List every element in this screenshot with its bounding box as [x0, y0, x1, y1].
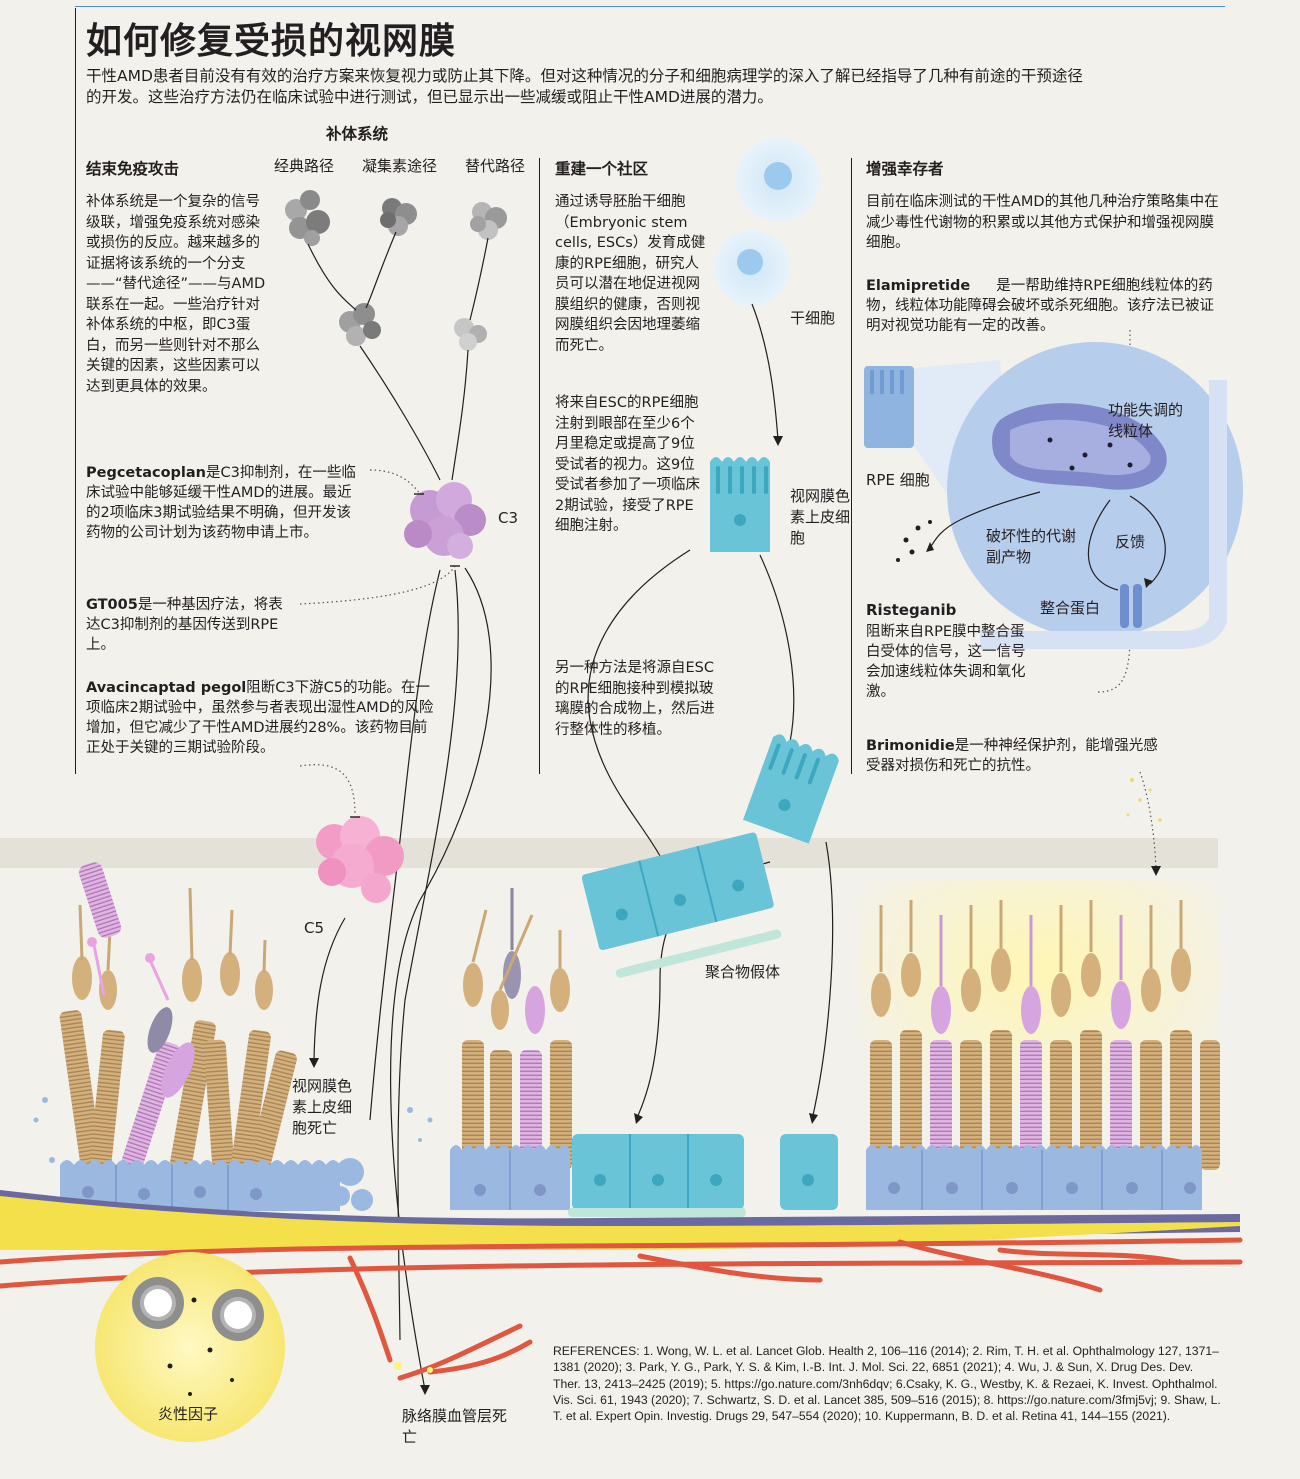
rpe-layer-transplanted: [568, 1134, 838, 1217]
col2-para1: 通过诱导胚胎干细胞（Embryonic stem cells, ESCs）发育成…: [555, 194, 706, 354]
col2-para3: 另一种方法是将源自ESC的RPE细胞接种到模拟玻璃膜的合成物上，然后进行整体性的…: [555, 660, 715, 738]
photoreceptors: [59, 862, 1220, 1171]
alternative-pathway-protein: [470, 202, 507, 240]
polymer-scaffold-label: 聚合物假体: [705, 963, 781, 981]
convergence-protein-left: [339, 303, 381, 346]
page-title: 如何修复受损的视网膜: [86, 21, 457, 62]
avacincaptad-name: Avacincaptad pegol: [86, 680, 247, 696]
col2-heading: 重建一个社区: [555, 160, 649, 178]
complement-system-header: 补体系统: [326, 125, 389, 143]
col1-body: 补体系统是一个复杂的信号级联，增强免疫系统对感染或损伤的反应。越来越多的证据将该…: [86, 194, 266, 395]
c5-protein: [316, 816, 404, 903]
avacincaptad-text: 阻断C3下游C5的功能。在一项临床2期试验中，虽然参与者表现出湿性AMD的风险增…: [86, 680, 434, 756]
mito-magnify-circle: [947, 342, 1243, 638]
pegcetacoplan-block: Pegcetacoplan是C3抑制剂，在一些临床试验中能够延缓干性AMD的进展…: [86, 463, 361, 543]
convergence-protein-right: [454, 318, 487, 351]
column-rule-1: [75, 8, 76, 774]
rpe-cell-label: 视网膜色素上皮细胞: [790, 487, 851, 547]
background-band: [0, 838, 1218, 868]
brimonidie-text: 是一种神经保护剂，能增强光感受器对损伤和死亡的抗性。: [866, 738, 1158, 774]
complement-pathway-lines: [307, 231, 492, 1391]
risteganib-text: 阻断来自RPE膜中整合蛋白受体的信号，这一信号会加速线粒体失调和氧化激。: [866, 624, 1026, 700]
pathway-alternative: 替代路径: [465, 157, 526, 175]
c5-label: C5: [304, 919, 325, 937]
inflammatory-factor-label: 炎性因子: [158, 1405, 219, 1423]
complement-pathway-proteins: [285, 190, 507, 351]
col1-heading: 结束免疫攻击: [86, 160, 180, 178]
pegcetacoplan-name: Pegcetacoplan: [86, 465, 207, 481]
rpe-death-label: 视网膜色素上皮细胞死亡: [292, 1077, 353, 1137]
c3-label: C3: [498, 509, 519, 527]
column-rule-2: [539, 158, 540, 774]
intro-paragraph: 干性AMD患者目前没有有效的治疗方案来恢复视力或防止其下降。但对这种情况的分子和…: [86, 67, 1083, 106]
stem-cell-label: 干细胞: [790, 309, 836, 327]
elamipretide-name: Elamipretide: [866, 278, 971, 294]
mitochondrion: [992, 403, 1167, 490]
inhibitor-leaders: [299, 330, 1157, 871]
integrin-receptor: [1120, 584, 1142, 628]
pegcetacoplan-text: 是C3抑制剂，在一些临床试验中能够延缓干性AMD的进展。最近的2项临床3期试验结…: [86, 465, 356, 541]
gt005-block: GT005是一种基因疗法，将表达C3抑制剂的基因传送到RPE上。: [86, 595, 286, 655]
brimonidie-block: Brimonidie是一种神经保护剂，能增强光感受器对损伤和死亡的抗性。: [866, 736, 1166, 776]
top-accent-rule: [75, 6, 1225, 7]
elamipretide-text: 是一帮助维持RPE细胞线粒体的药物，线粒体功能障碍会破坏或杀死细胞。该疗法已被证…: [866, 278, 1214, 334]
rpe-layer-blue: [33, 1097, 1202, 1211]
gt005-name: GT005: [86, 597, 138, 613]
stem-cells: [714, 138, 820, 306]
avacincaptad-block: Avacincaptad pegol阻断C3下游C5的功能。在一项临床2期试验中…: [86, 678, 436, 758]
classical-pathway-protein: [285, 190, 330, 246]
inflammatory-factor-circle: [95, 1252, 285, 1442]
col3-intro: 目前在临床测试的干性AMD的其他几种治疗策略集中在减少毒性代谢物的积累或以其他方…: [866, 194, 1219, 251]
photoreceptors-middle: [462, 888, 572, 1170]
rpe-cell-teal-tilted: [743, 734, 839, 844]
lectin-pathway-protein: [380, 198, 417, 236]
dysfunctional-mito-label: 功能失调的线粒体: [1108, 401, 1184, 440]
col3-heading: 增强幸存者: [866, 160, 944, 178]
pathway-lectin: 凝集素途径: [362, 157, 438, 175]
byproduct-label: 破坏性的代谢副产物: [986, 527, 1077, 566]
gt005-text: 是一种基因疗法，将表达C3抑制剂的基因传送到RPE上。: [86, 597, 283, 653]
feedback-label: 反馈: [1115, 533, 1146, 551]
column-rule-3: [851, 158, 852, 774]
photoreceptors-right: [870, 900, 1220, 1170]
brimonidie-name: Brimonidie: [866, 738, 955, 754]
rpe-cell-teal: [710, 457, 770, 552]
c3-protein: [404, 482, 486, 559]
feedback-arrows: [929, 491, 1166, 591]
references: REFERENCES: 1. Wong, W. L. et al. Lancet…: [553, 1344, 1221, 1424]
rpe-cell-small: [864, 366, 914, 448]
rpe-cell-small-label: RPE 细胞: [866, 471, 930, 489]
risteganib-name: Risteganib: [866, 601, 957, 619]
photoreceptors-left: [59, 862, 297, 1171]
bruch-membrane: [0, 1190, 1240, 1250]
col2-para2: 将来自ESC的RPE细胞注射到眼部在至少6个月里稳定或提高了9位受试者的视力。这…: [555, 395, 700, 534]
choroid-death-label: 脉络膜血管层死亡: [402, 1407, 508, 1446]
integrin-label: 整合蛋白: [1040, 599, 1101, 617]
arrowheads: [309, 436, 1161, 1395]
pathway-classical: 经典路径: [274, 157, 335, 175]
rpe-sheet-on-scaffold: [581, 832, 782, 978]
